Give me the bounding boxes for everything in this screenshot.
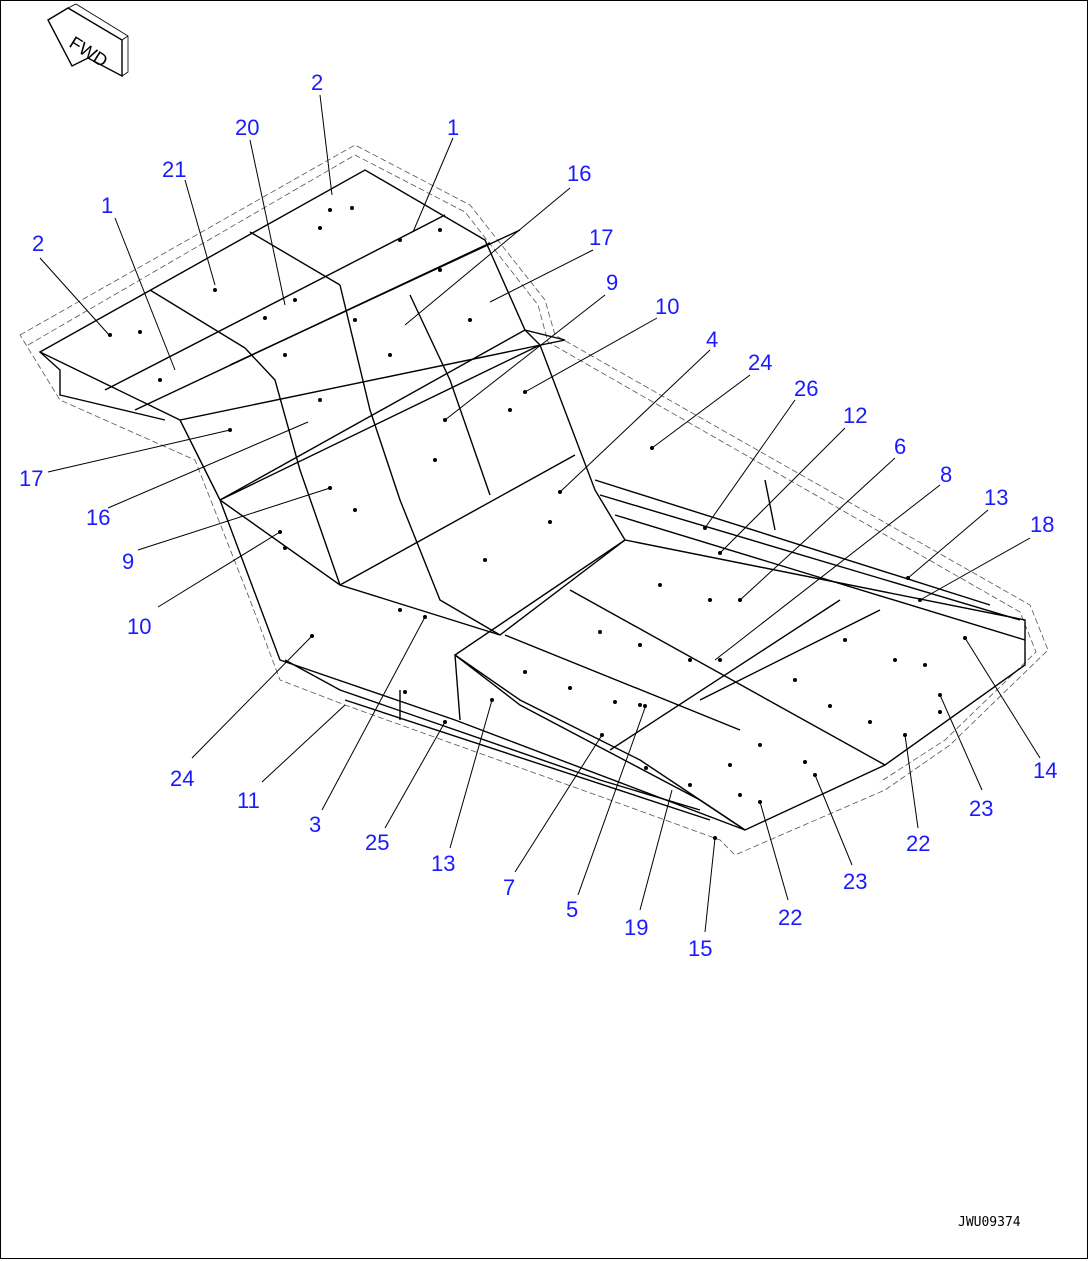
callout-26: 26: [794, 376, 818, 401]
sloped-back-panels: [179, 284, 626, 636]
callout-7: 7: [503, 875, 515, 900]
cab-floor-outline: [19, 144, 1049, 856]
callout-12: 12: [843, 403, 867, 428]
callout-16: 16: [86, 505, 110, 530]
callout-15: 15: [688, 936, 712, 961]
callout-4: 4: [706, 327, 718, 352]
callout-3: 3: [309, 812, 321, 837]
leader-lines: [39, 94, 1041, 933]
callout-1: 1: [101, 193, 113, 218]
callout-10: 10: [655, 294, 679, 319]
mounting-holes: [108, 206, 967, 840]
callout-21: 21: [162, 157, 186, 182]
callout-2: 2: [311, 70, 323, 95]
callout-2: 2: [32, 231, 44, 256]
callout-18: 18: [1030, 512, 1054, 537]
callout-19: 19: [624, 915, 648, 940]
callout-23: 23: [843, 869, 867, 894]
callout-5: 5: [566, 897, 578, 922]
fwd-arrow-icon: FWD: [47, 3, 129, 78]
callout-10: 10: [127, 614, 151, 639]
callout-24: 24: [748, 350, 772, 375]
callout-17: 17: [19, 466, 43, 491]
rear-mat-panels: [38, 169, 566, 501]
callout-25: 25: [365, 830, 389, 855]
callout-23: 23: [969, 796, 993, 821]
callout-labels: 2 20 1 21 16 1 17 2 9 10 4 24 26 12 6 8 …: [19, 70, 1057, 961]
drawing-id: JWU09374: [958, 1215, 1021, 1230]
callout-20: 20: [235, 115, 259, 140]
callout-22: 22: [778, 905, 802, 930]
callout-9: 9: [122, 549, 134, 574]
callout-22: 22: [906, 831, 930, 856]
callout-16: 16: [567, 161, 591, 186]
callout-11: 11: [237, 788, 260, 813]
callout-8: 8: [940, 462, 952, 487]
callout-13: 13: [431, 851, 455, 876]
callout-17: 17: [589, 225, 613, 250]
callout-14: 14: [1033, 758, 1057, 783]
callout-24: 24: [170, 766, 194, 791]
callout-6: 6: [894, 434, 906, 459]
main-floor-panels: [453, 479, 1026, 831]
left-sill-panels: [219, 499, 746, 831]
callout-9: 9: [606, 270, 618, 295]
callout-1: 1: [447, 115, 459, 140]
callout-13: 13: [984, 485, 1008, 510]
